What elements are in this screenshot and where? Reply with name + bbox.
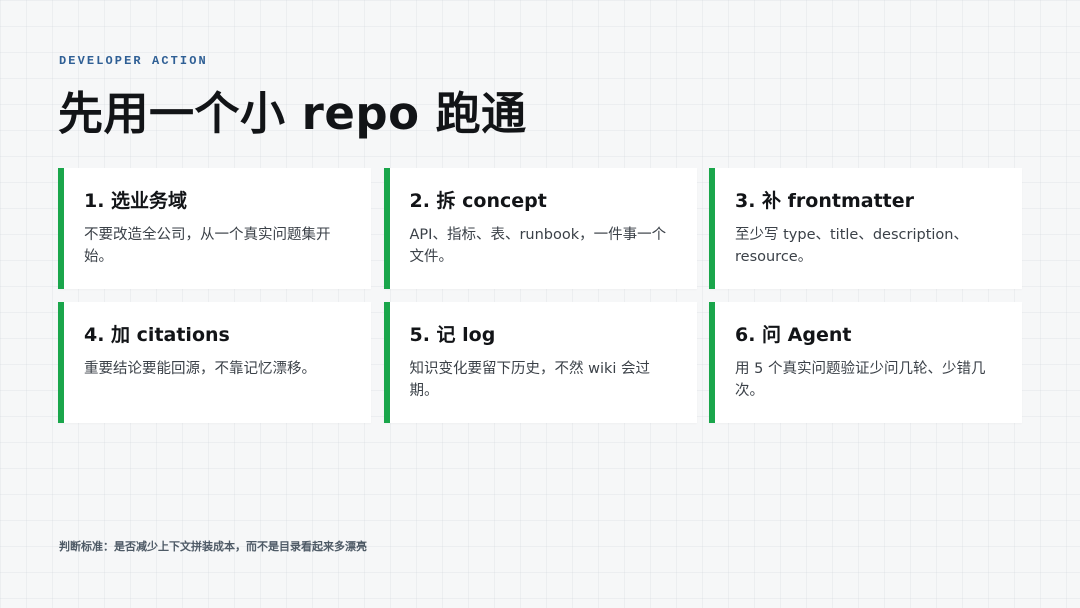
step-card-title: 2. 拆 concept (409, 190, 547, 212)
step-card-title: 3. 补 frontmatter (735, 190, 915, 212)
step-card-description: 用 5 个真实问题验证少问几轮、少错几次。 (735, 361, 986, 399)
step-card-description: 知识变化要留下历史，不然 wiki 会过期。 (409, 361, 651, 399)
step-card-4: 4. 加 citations 重要结论要能回源，不靠记忆漂移。 (58, 302, 371, 423)
step-card-5: 5. 记 log 知识变化要留下历史，不然 wiki 会过期。 (383, 302, 697, 423)
step-card-title: 6. 问 Agent (735, 324, 852, 346)
step-card-description: 重要结论要能回源，不靠记忆漂移。 (84, 361, 316, 377)
footnote: 判断标准：是否减少上下文拼装成本，而不是目录看起来多漂亮 (59, 540, 367, 553)
step-card-6: 6. 问 Agent 用 5 个真实问题验证少问几轮、少错几次。 (709, 302, 1022, 423)
page-title: 先用一个小 repo 跑通 (58, 87, 527, 140)
step-card-title: 1. 选业务域 (84, 190, 188, 212)
step-card-title: 5. 记 log (409, 324, 496, 346)
step-card-1: 1. 选业务域 不要改造全公司，从一个真实问题集开始。 (58, 168, 371, 289)
step-card-title: 4. 加 citations (84, 324, 230, 346)
eyebrow-label: DEVELOPER ACTION (59, 54, 208, 68)
step-card-2: 2. 拆 concept API、指标、表、runbook，一件事一个文件。 (383, 168, 697, 289)
step-card-3: 3. 补 frontmatter 至少写 type、title、descript… (709, 168, 1022, 289)
step-card-description: 不要改造全公司，从一个真实问题集开始。 (84, 227, 331, 265)
step-card-description: 至少写 type、title、description、resource。 (735, 227, 968, 265)
step-card-description: API、指标、表、runbook，一件事一个文件。 (409, 227, 667, 265)
step-card-grid: 1. 选业务域 不要改造全公司，从一个真实问题集开始。 2. 拆 concept… (58, 168, 1022, 423)
